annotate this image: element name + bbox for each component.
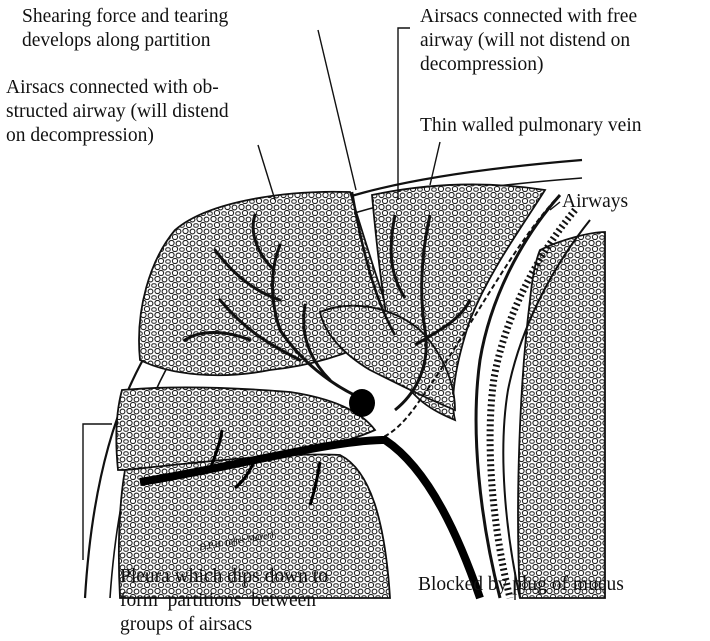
mucus-plug xyxy=(349,389,375,417)
label-obstructed-airway: Airsacs connected with ob- structed airw… xyxy=(6,76,229,148)
label-airways: Airways xyxy=(562,190,628,214)
label-pulmonary-vein: Thin walled pulmonary vein xyxy=(420,114,642,138)
leader-shearing xyxy=(318,30,356,190)
leader-obstructed xyxy=(258,145,275,200)
label-free-airway: Airsacs connected with free airway (will… xyxy=(420,5,637,77)
lobule-far-right xyxy=(518,232,605,598)
label-mucus-plug: Blocked by plug of mucus xyxy=(418,573,624,597)
label-pleura: Pleura which dips down to form partition… xyxy=(120,565,328,637)
leader-free xyxy=(398,28,410,200)
label-shearing-force: Shearing force and tearing develops alon… xyxy=(22,5,228,53)
